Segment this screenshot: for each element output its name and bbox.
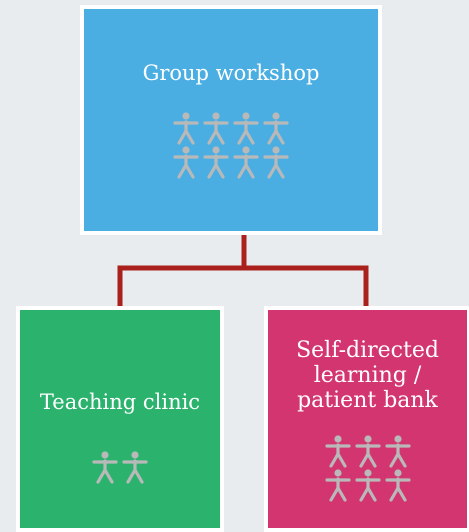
person-icon: [203, 146, 229, 179]
person-icon: [233, 146, 259, 179]
self-directed-label-line-2: learning /: [313, 363, 422, 388]
people-row: [90, 450, 150, 484]
person-icon: [384, 469, 411, 502]
person-icon: [122, 451, 148, 484]
person-icon: [324, 469, 351, 502]
person-icon: [384, 435, 411, 468]
person-icon: [173, 146, 199, 179]
self-directed-label: Self-directed learning / patient bank: [268, 338, 467, 413]
teaching-clinic-label: Teaching clinic: [39, 390, 201, 414]
person-icon: [92, 451, 118, 484]
teaching-clinic-box: Teaching clinic: [16, 306, 224, 532]
group-workshop-label: Group workshop: [142, 61, 320, 85]
person-icon: [263, 112, 289, 145]
people-row: [171, 111, 291, 145]
self-directed-people: [268, 434, 467, 502]
self-directed-label-line-1: Self-directed: [296, 338, 439, 363]
person-icon: [354, 469, 381, 502]
person-icon: [233, 112, 259, 145]
clinic-people: [20, 450, 220, 484]
person-icon: [263, 146, 289, 179]
people-row: [323, 468, 413, 502]
person-icon: [324, 435, 351, 468]
group-workshop-box: Group workshop: [80, 5, 382, 235]
people-row: [323, 434, 413, 468]
person-icon: [354, 435, 381, 468]
self-directed-label-line-3: patient bank: [297, 388, 438, 413]
person-icon: [173, 112, 199, 145]
self-directed-box: Self-directed learning / patient bank: [264, 306, 469, 532]
person-icon: [203, 112, 229, 145]
workshop-people: [84, 111, 378, 179]
people-row: [171, 145, 291, 179]
